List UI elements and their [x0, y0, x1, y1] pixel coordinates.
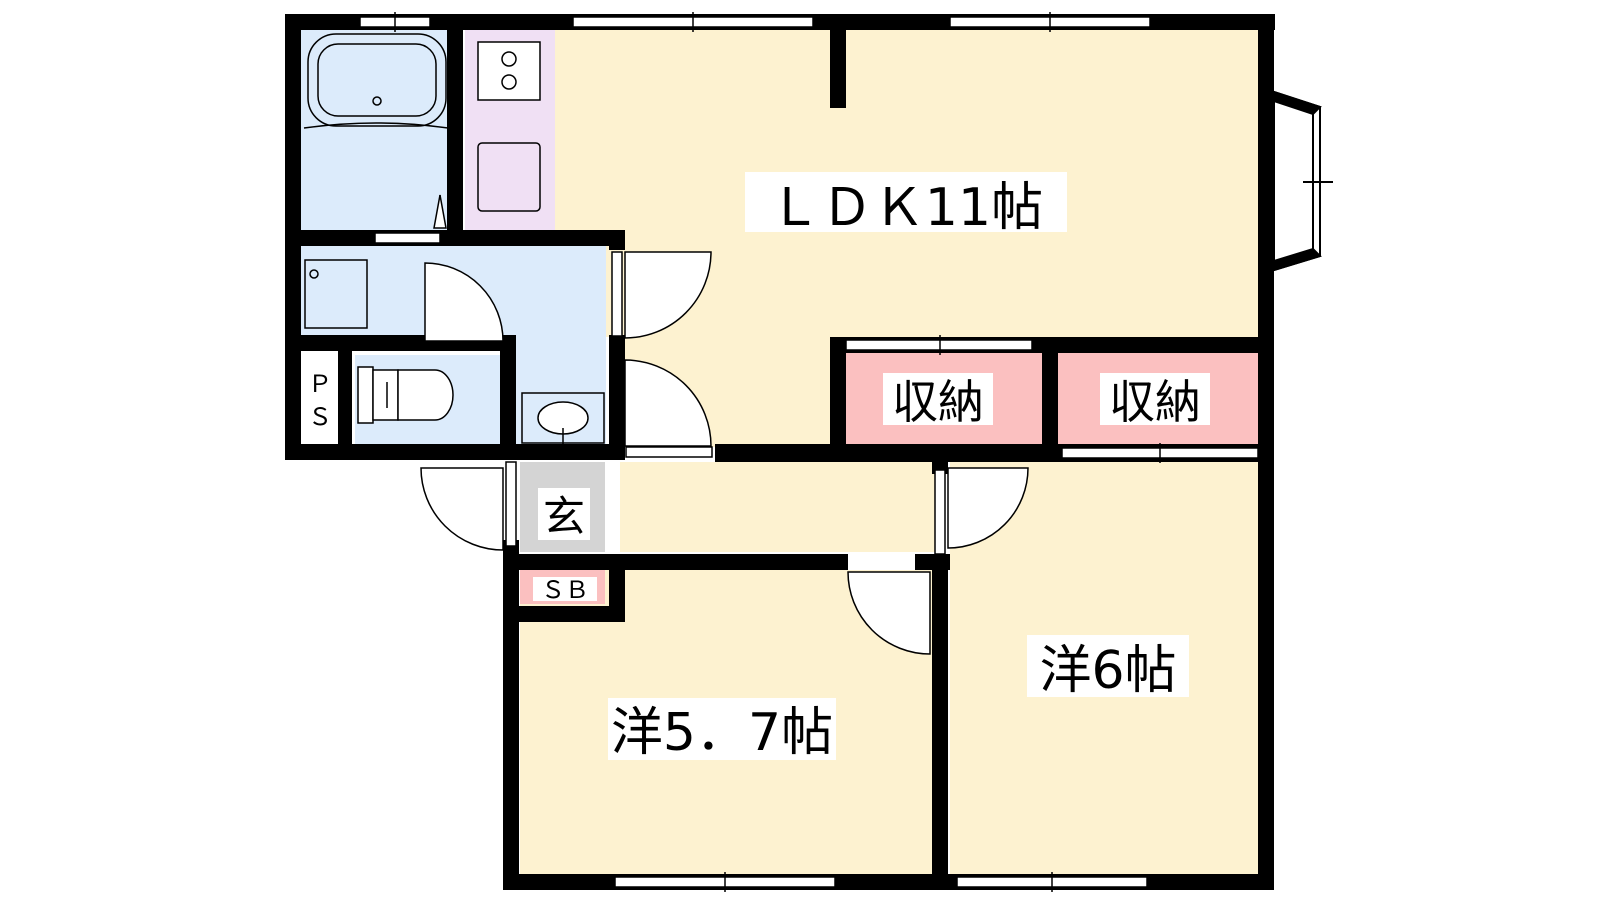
wall-toilet-right: [500, 335, 516, 460]
stove: [477, 41, 541, 101]
washing-machine: [304, 259, 368, 329]
fixtures: [303, 33, 605, 445]
doors: [420, 251, 1029, 655]
label-western-1: 洋5．7帖: [611, 703, 833, 763]
door-hall: [947, 467, 1029, 549]
window-west2: [956, 872, 1148, 892]
window-bath: [359, 12, 431, 32]
window-storage-2: [1061, 443, 1259, 463]
window-west1: [614, 872, 836, 892]
wall-west1-top: [503, 554, 848, 570]
bay-window: [1266, 90, 1333, 272]
wash-basin: [521, 392, 605, 445]
door-entrance: [420, 467, 504, 551]
window-wash-door: [611, 251, 623, 337]
toilet: [357, 366, 454, 424]
window-wash-top: [374, 232, 441, 244]
window-ldk-door: [625, 446, 713, 458]
label-western-2: 洋6帖: [1039, 641, 1176, 701]
label-shoe-box: ＳＢ: [541, 576, 589, 604]
label-storage-1: 収納: [892, 375, 984, 429]
label-pipe-space-top: Ｐ: [308, 370, 332, 398]
door-west1: [847, 571, 931, 655]
wall-sb-bottom: [503, 606, 625, 622]
bath-door-triangle: [433, 194, 447, 229]
label-storage-2: 収納: [1109, 375, 1201, 429]
wall-wash-right-top: [609, 230, 625, 250]
wall-ldk-stub: [830, 14, 846, 108]
wall-storage-middle: [1042, 337, 1058, 462]
wall-west1-left: [503, 556, 519, 890]
window-ldk-2: [949, 12, 1151, 32]
window-hall: [934, 469, 946, 555]
window-ldk-1: [572, 12, 814, 32]
door-ldk-lower: [624, 359, 712, 447]
sink-kitchen: [477, 142, 541, 212]
bath-floor: [301, 30, 447, 230]
wall-bottom-left: [285, 444, 625, 460]
window-entrance: [505, 461, 517, 547]
windows: [359, 12, 1259, 892]
label-ldk: ＬＤＫ11帖: [769, 178, 1043, 238]
wall-ps-right: [338, 335, 352, 460]
pipe-space-floor: [301, 352, 336, 445]
label-entrance: 玄: [543, 492, 585, 541]
wall-storage-left: [830, 337, 846, 462]
bathtub: [303, 33, 449, 129]
wall-bath-right: [447, 14, 463, 244]
label-pipe-space-bottom: Ｓ: [308, 403, 332, 431]
wall-bath-bottom: [285, 230, 625, 246]
room-labels: ＬＤＫ11帖 収納 収納 玄 ＳＢ Ｐ Ｓ 洋5．7帖 洋6帖: [308, 172, 1210, 763]
door-ldk: [624, 251, 712, 339]
window-storage-1: [845, 335, 1033, 355]
door-washroom: [424, 262, 504, 342]
wall-entrance-right: [609, 554, 625, 622]
hall-floor: [620, 462, 940, 552]
wall-wash-right-bottom: [609, 335, 625, 450]
wall-west-divider: [932, 554, 948, 890]
